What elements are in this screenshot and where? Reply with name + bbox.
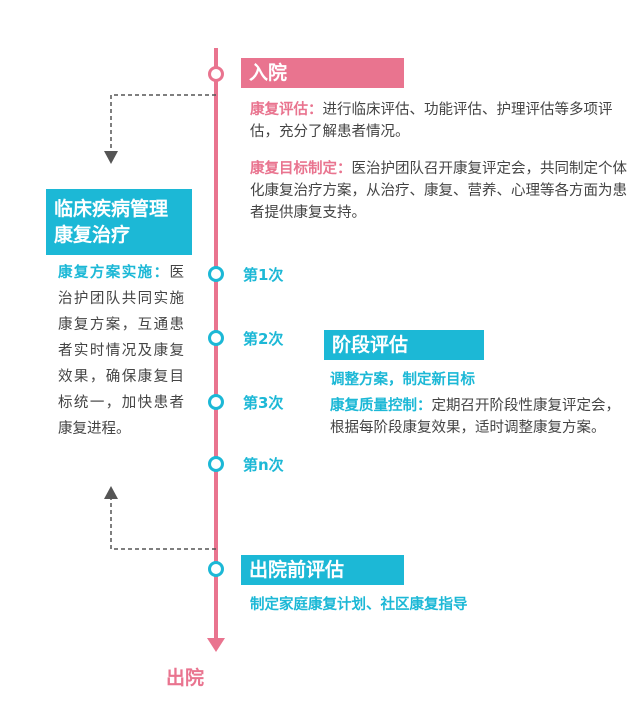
count-label-n: 第n次	[243, 456, 284, 474]
discharge-eval-node	[208, 561, 224, 577]
timeline-arrowhead	[207, 638, 225, 652]
count-label-1: 第1次	[243, 266, 284, 284]
stage-adjust-line: 调整方案，制定新目标	[330, 372, 475, 388]
count-node-1	[208, 266, 224, 282]
count-node-3	[208, 394, 224, 410]
dashed-connector-top	[110, 94, 216, 152]
quality-control-text: 康复质量控制：定期召开阶段性康复评定会，根据每阶段康复效果，适时调整康复方案。	[330, 395, 630, 439]
admission-header: 入院	[241, 58, 404, 88]
count-node-n	[208, 456, 224, 472]
count-label-2: 第2次	[243, 330, 284, 348]
quality-control-body: 定期召开阶段性康复评定会，根据每阶段康复效果，适时调整康复方案。	[330, 398, 620, 436]
goal-text: 医治护团队召开康复评定会，共同制定个体化康复治疗方案，从治疗、康复、营养、心理等…	[250, 161, 627, 221]
dashed-connector-bottom	[110, 498, 216, 550]
plan-implementation-label: 康复方案实施：	[58, 265, 170, 281]
rehab-treatment-title: 康复治疗	[54, 224, 131, 246]
admission-node	[208, 66, 224, 82]
stage-eval-header: 阶段评估	[324, 330, 484, 360]
clinical-management-box: 临床疾病管理 康复治疗	[46, 189, 192, 255]
dashed-arrowhead-up	[104, 486, 118, 499]
clinical-management-title: 临床疾病管理	[54, 198, 169, 220]
dashed-arrowhead-down	[104, 151, 118, 164]
assessment-text: 进行临床评估、功能评估、护理评估等多项评估，充分了解患者情况。	[250, 102, 613, 140]
plan-implementation-body: 医治护团队共同实施康复方案，互通患者实时情况及康复效果，确保康复目标统一，加快患…	[58, 265, 184, 437]
plan-implementation-text: 康复方案实施：医治护团队共同实施康复方案，互通患者实时情况及康复效果，确保康复目…	[58, 260, 184, 442]
assessment-label: 康复评估：	[250, 102, 323, 118]
admission-item-goal: 康复目标制定：医治护团队召开康复评定会，共同制定个体化康复治疗方案，从治疗、康复…	[250, 158, 630, 224]
count-label-3: 第3次	[243, 394, 284, 412]
quality-control-label: 康复质量控制：	[330, 398, 432, 414]
discharge-eval-text: 制定家庭康复计划、社区康复指导	[250, 597, 468, 613]
discharge-eval-header: 出院前评估	[241, 555, 404, 585]
count-node-2	[208, 330, 224, 346]
discharge-label: 出院	[166, 667, 205, 689]
goal-label: 康复目标制定：	[250, 161, 352, 177]
admission-item-assessment: 康复评估：进行临床评估、功能评估、护理评估等多项评估，充分了解患者情况。	[250, 99, 630, 143]
